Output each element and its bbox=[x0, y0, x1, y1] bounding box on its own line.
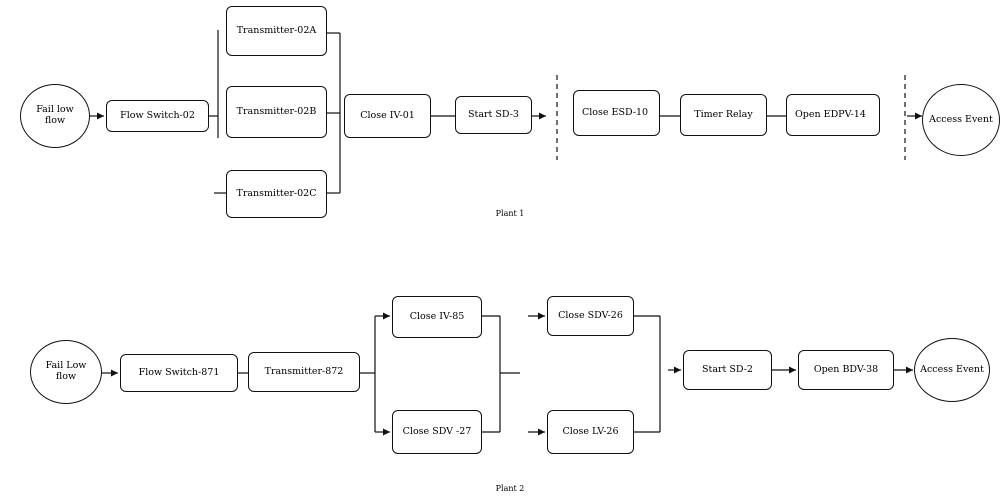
p2-close-lv-node: Close LV-26 bbox=[547, 410, 634, 454]
p1-timer-relay-node: Timer Relay bbox=[680, 94, 767, 136]
p2-caption: Plant 2 bbox=[495, 484, 525, 493]
p2-flow-switch-node: Flow Switch-871 bbox=[120, 354, 238, 392]
p2-close-iv-node: Close IV-85 bbox=[392, 296, 482, 338]
p2-fail-low-flow-event: Fail Low flow bbox=[30, 340, 102, 404]
p1-transmitter-a-node: Transmitter-02A bbox=[226, 6, 327, 56]
p1-transmitter-b-node: Transmitter-02B bbox=[226, 86, 327, 138]
p2-access-event: Access Event bbox=[914, 338, 990, 402]
p1-open-edpv-node: Open EDPV-14 bbox=[786, 94, 880, 136]
p2-close-sdv26-node: Close SDV-26 bbox=[547, 296, 634, 336]
p1-fail-low-flow-event: Fail low flow bbox=[20, 84, 90, 148]
p2-start-sd-node: Start SD-2 bbox=[683, 350, 772, 390]
p2-close-sdv27-node: Close SDV -27 bbox=[392, 410, 482, 454]
p1-caption: Plant 1 bbox=[495, 209, 525, 218]
p1-transmitter-c-node: Transmitter-02C bbox=[226, 170, 327, 218]
p2-transmitter-node: Transmitter-872 bbox=[248, 352, 360, 392]
p1-close-esd-node: Close ESD-10 bbox=[573, 90, 660, 136]
p1-close-iv-node: Close IV-01 bbox=[344, 94, 431, 138]
p1-access-event: Access Event bbox=[922, 84, 1000, 156]
p1-start-sd-node: Start SD-3 bbox=[455, 96, 532, 134]
p2-open-bdv-node: Open BDV-38 bbox=[798, 350, 894, 390]
p1-flow-switch-node: Flow Switch-02 bbox=[106, 100, 209, 132]
